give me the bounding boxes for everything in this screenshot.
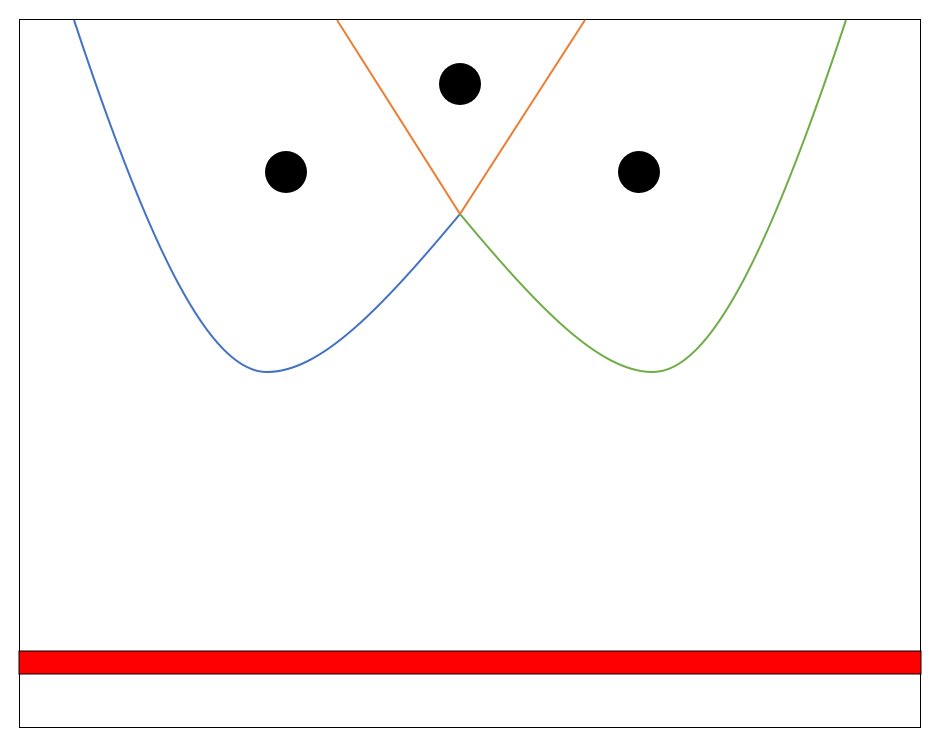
left-site-point (265, 151, 307, 193)
right-site-point (618, 151, 660, 193)
left-parabola-arc (73, 19, 461, 374)
boundary-v-lines (336, 19, 586, 216)
right-parabola-arc (459, 19, 847, 374)
sweep-line (18, 650, 922, 675)
top-site-point (439, 63, 481, 105)
diagram-frame (19, 19, 921, 728)
